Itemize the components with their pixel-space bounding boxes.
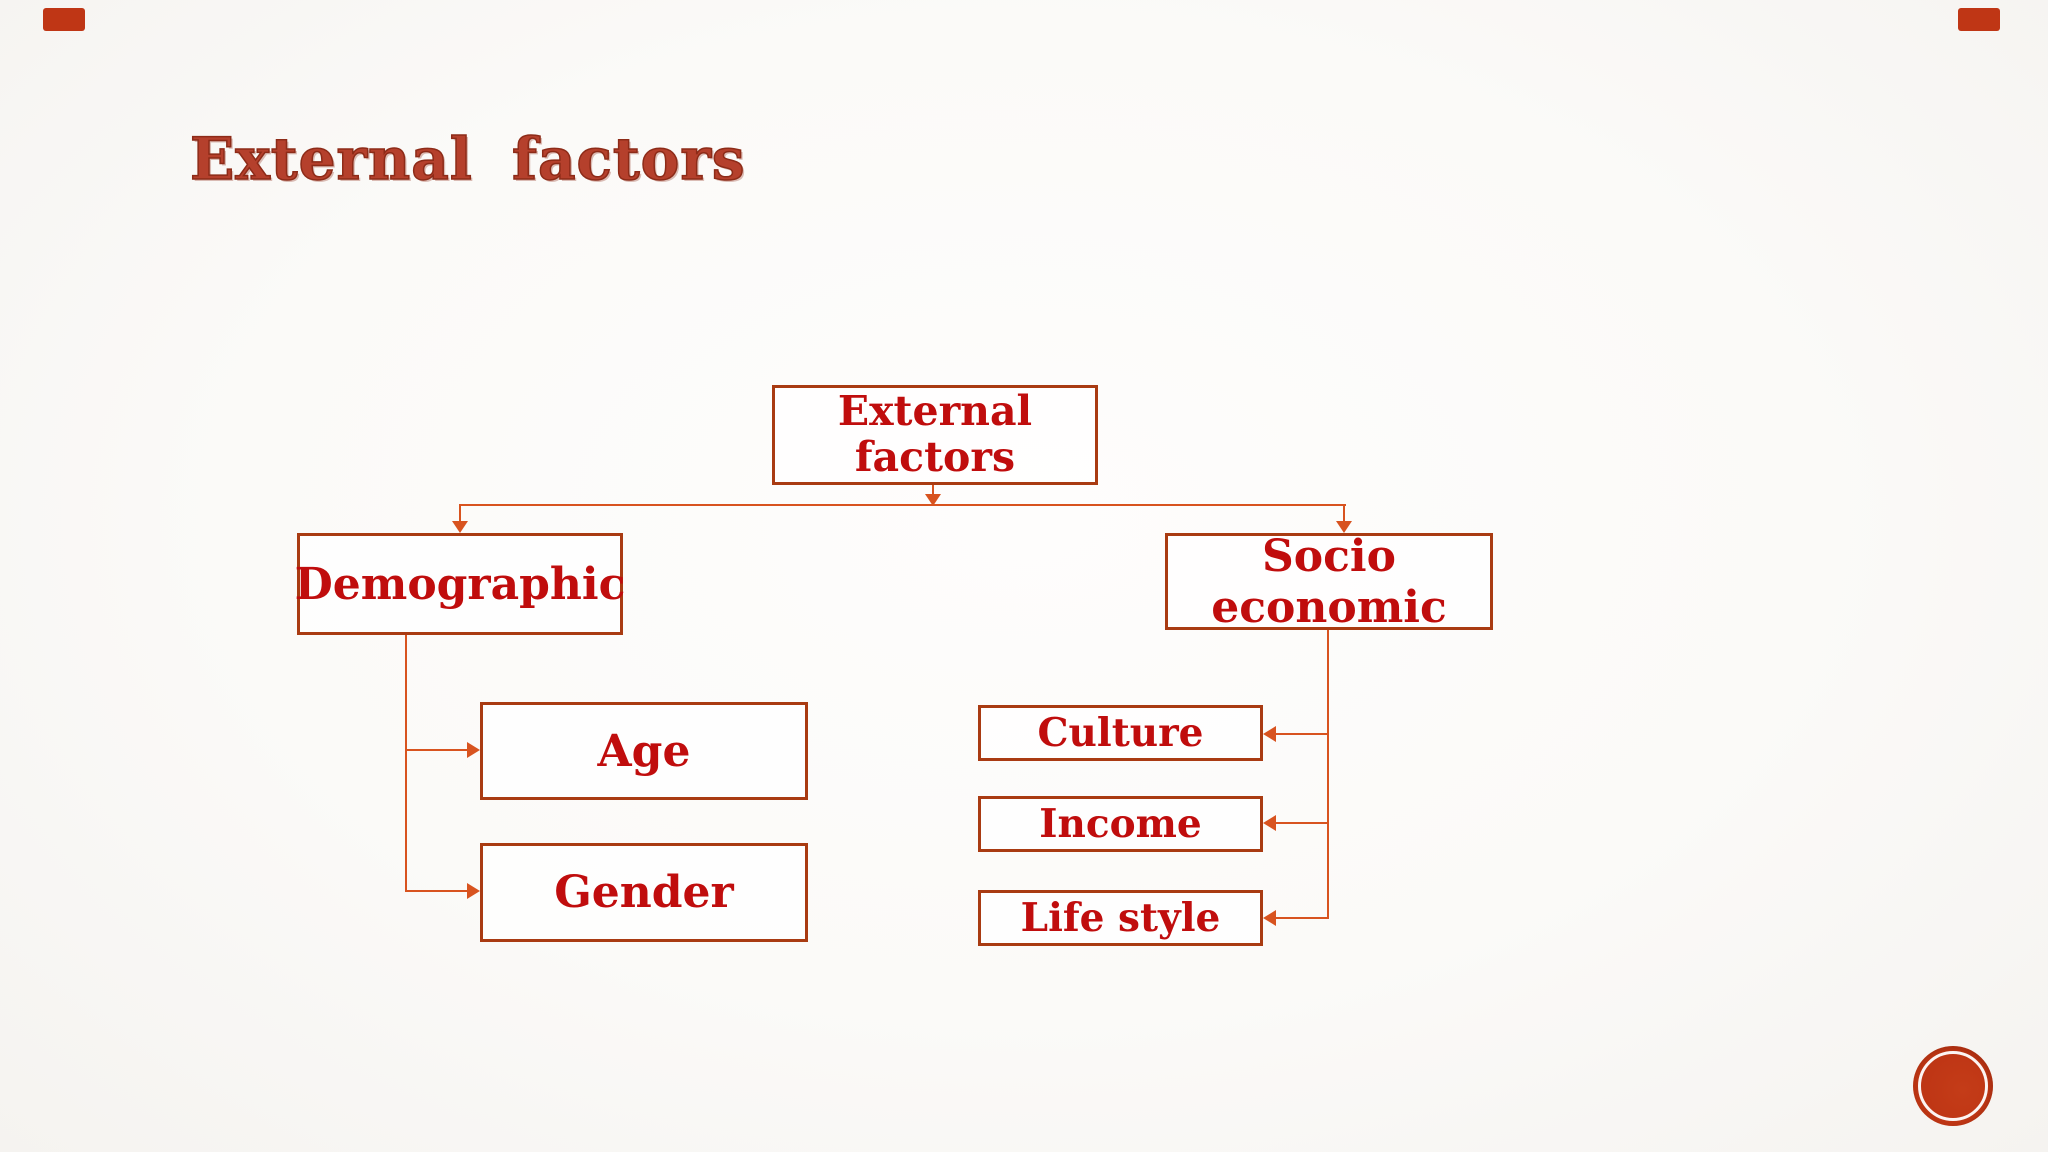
node-external-factors: External factors (772, 385, 1098, 485)
connector-gender-horizontal (405, 890, 467, 892)
node-demographic: Demographic (294, 533, 626, 635)
top-right-accent-mark (1958, 8, 2000, 31)
node-gender-label: Gender (554, 867, 734, 918)
node-culture-label: Culture (1037, 710, 1204, 756)
slide-title: External factors (189, 125, 746, 193)
arrowhead-income-left-icon (1263, 815, 1276, 831)
connector-culture-horizontal (1276, 733, 1329, 735)
connector-root-stub (932, 485, 934, 495)
badge-stamp-circle-icon (1913, 1046, 1993, 1126)
node-culture: Culture (978, 705, 1263, 761)
connector-socio-tree-vertical (1327, 630, 1329, 919)
connector-lifestyle-horizontal (1276, 917, 1329, 919)
arrowhead-gender-right-icon (467, 883, 480, 899)
connector-income-horizontal (1276, 822, 1329, 824)
arrowhead-age-right-icon (467, 742, 480, 758)
node-external-factors-label: External factors (837, 387, 1033, 481)
arrowhead-culture-left-icon (1263, 726, 1276, 742)
node-life-style: Life style (978, 890, 1263, 946)
connector-main-horizontal (460, 504, 1346, 506)
node-socio-economic: Socio economic (1165, 530, 1493, 633)
node-demographic-label: Demographic (294, 558, 626, 610)
node-income: Income (978, 796, 1263, 852)
connector-drop-demographic (459, 504, 461, 522)
node-gender: Gender (480, 843, 808, 942)
node-socio-economic-label: Socio economic (1211, 530, 1447, 633)
arrowhead-lifestyle-left-icon (1263, 910, 1276, 926)
arrowhead-root-down-icon (925, 494, 941, 506)
connector-age-horizontal (405, 749, 467, 751)
top-left-accent-mark (43, 8, 85, 31)
node-age-label: Age (597, 725, 691, 777)
connector-drop-socio (1343, 504, 1345, 522)
arrowhead-demographic-down-icon (452, 521, 468, 533)
node-age: Age (480, 702, 808, 800)
arrowhead-socio-down-icon (1336, 521, 1352, 533)
connector-demographic-tree-vertical (405, 635, 407, 892)
node-life-style-label: Life style (1020, 895, 1221, 941)
node-income-label: Income (1039, 801, 1202, 847)
